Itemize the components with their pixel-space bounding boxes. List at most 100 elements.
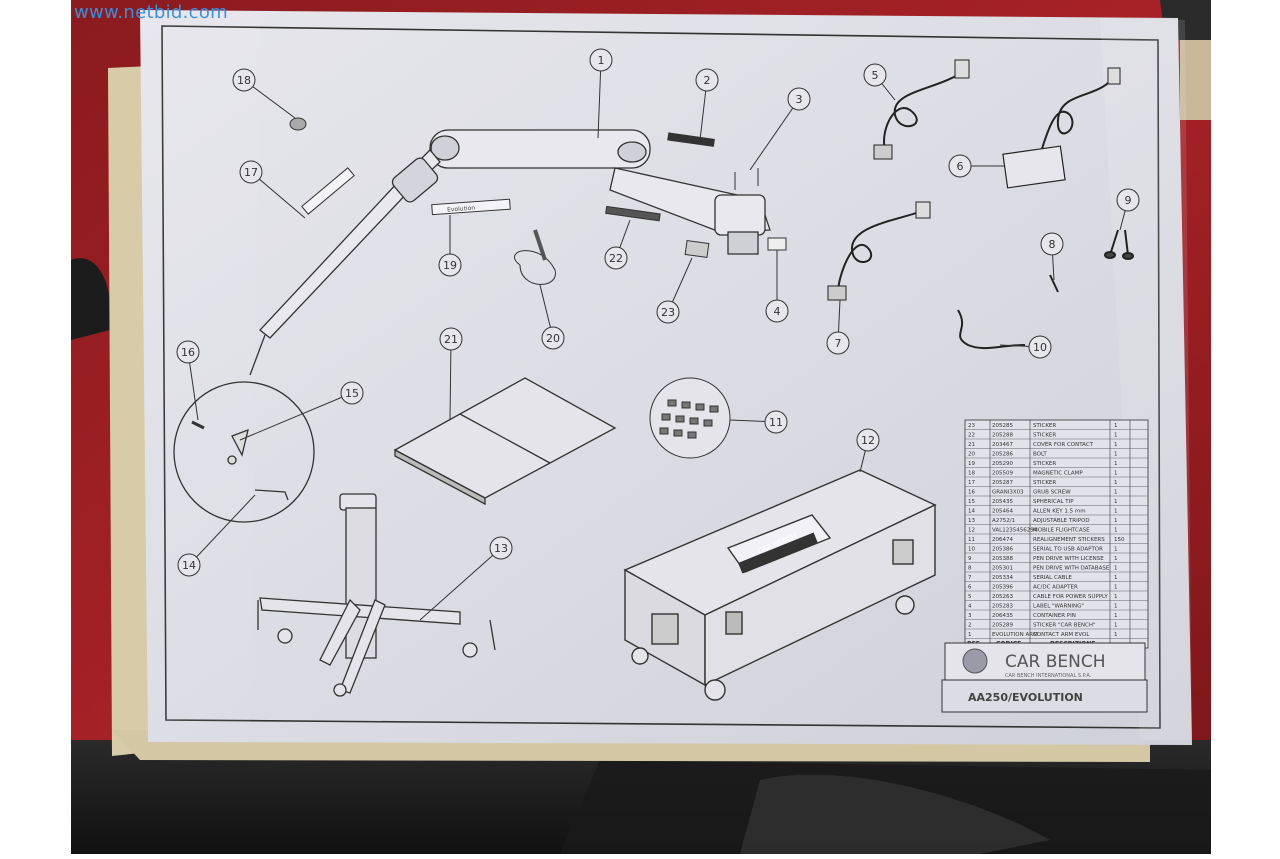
table-cell: 205289 <box>992 623 1013 629</box>
table-cell: 1 <box>1114 632 1118 638</box>
model-number: AA250/EVOLUTION <box>968 691 1083 704</box>
table-cell: 18 <box>968 471 975 477</box>
table-cell: 203467 <box>992 442 1013 448</box>
table-cell: 6 <box>968 585 972 591</box>
callout-bubble <box>826 331 850 355</box>
table-cell: 20 <box>968 452 975 458</box>
cardboard-backing <box>108 66 150 756</box>
table-cell: 4 <box>968 604 972 610</box>
callout-bubble <box>787 87 811 111</box>
table-cell: 1 <box>1114 556 1118 562</box>
table-cell: STICKER <box>1033 461 1056 467</box>
table-cell: 1 <box>1114 509 1118 515</box>
table-cell: 13 <box>968 518 975 524</box>
table-cell: 1 <box>1114 461 1118 467</box>
table-cell: 8 <box>968 566 972 572</box>
part-number-label: 13 <box>494 542 508 555</box>
table-cell: 205464 <box>992 509 1013 515</box>
part-number-label: 2 <box>704 74 711 87</box>
logo-subtext: CAR BENCH INTERNATIONAL S.P.A. <box>1005 673 1092 679</box>
callout-bubble <box>856 428 880 452</box>
table-cell: VAL1235456294 <box>992 528 1038 534</box>
callout-bubble <box>541 326 565 350</box>
part-number-label: 7 <box>835 337 842 350</box>
realignment-stickers-drawing <box>649 377 731 459</box>
table-cell: 23 <box>968 423 975 429</box>
table-cell: MOBILE FLIGHTCASE <box>1033 528 1090 534</box>
part-number-label: 14 <box>182 559 196 572</box>
callout-bubble <box>439 327 463 351</box>
table-cell: 205301 <box>992 566 1013 572</box>
table-cell: 19 <box>968 461 975 467</box>
table-cell: EVOLUTION ARM <box>992 632 1038 638</box>
callout-bubble <box>764 410 788 434</box>
table-cell: 1 <box>1114 613 1118 619</box>
table-cell: 16 <box>968 490 975 496</box>
arm-sticker-label: Evolution <box>447 205 476 214</box>
table-cell: STICKER "CAR BENCH" <box>1033 623 1096 629</box>
cable-drawings <box>827 59 1134 350</box>
title-block: CAR BENCH CAR BENCH INTERNATIONAL S.P.A.… <box>941 642 1148 713</box>
table-cell: BOLT <box>1033 452 1047 458</box>
table-cell: 1 <box>1114 452 1118 458</box>
drawing-border <box>161 25 1161 729</box>
callout-bubble <box>948 154 972 178</box>
table-cell: STICKER <box>1033 423 1056 429</box>
tripod-drawing <box>257 493 496 697</box>
table-cell: 22 <box>968 433 975 439</box>
part-number-label: 19 <box>443 259 457 272</box>
table-cell: ALLEN KEY 1.5 mm <box>1033 509 1086 515</box>
part-number-label: 12 <box>861 434 875 447</box>
table-cell: 10 <box>968 547 975 553</box>
part-number-label: 17 <box>244 166 258 179</box>
table-cell: 1 <box>1114 547 1118 553</box>
table-cell: 1 <box>1114 604 1118 610</box>
table-cell: 1 <box>1114 471 1118 477</box>
callout-bubble <box>589 48 613 72</box>
table-cell: 5 <box>968 594 972 600</box>
table-cell: 17 <box>968 480 975 486</box>
table-cell: CABLE FOR POWER SUPPLY <box>1033 594 1108 600</box>
table-cell: 1 <box>1114 480 1118 486</box>
table-cell: MAGNETIC CLAMP <box>1033 471 1083 477</box>
table-cell: 1 <box>1114 566 1118 572</box>
part-number-label: 8 <box>1049 238 1056 251</box>
callout-bubble <box>438 253 462 277</box>
table-cell: 11 <box>968 537 975 543</box>
contact-arm-drawing <box>249 129 771 376</box>
table-cell: 150 <box>1114 537 1125 543</box>
callout-bubble <box>232 68 256 92</box>
callout-bubble <box>695 68 719 92</box>
table-cell: 15 <box>968 499 975 505</box>
callout-bubble <box>604 246 628 270</box>
part-number-label: 4 <box>774 305 781 318</box>
table-cell: 205435 <box>992 499 1013 505</box>
table-cell: SERIAL CABLE <box>1033 575 1072 581</box>
callout-bubble <box>656 300 680 324</box>
table-cell: 1 <box>1114 433 1118 439</box>
table-cell: 1 <box>1114 442 1118 448</box>
part-number-label: 21 <box>444 333 458 346</box>
table-cell: LABEL "WARNING" <box>1033 604 1084 610</box>
table-cell: 1 <box>1114 575 1118 581</box>
callout-leader <box>749 98 800 171</box>
spherical-tip-detail <box>173 381 315 523</box>
table-cell: 205286 <box>992 452 1013 458</box>
part-number-label: 11 <box>769 416 783 429</box>
table-cell: 1 <box>1114 623 1118 629</box>
callout-leader <box>419 547 502 621</box>
callout-leader <box>597 59 602 139</box>
part-number-label: 16 <box>181 346 195 359</box>
table-cell: 205386 <box>992 547 1013 553</box>
table-cell: CONTAINER PIN <box>1033 613 1076 619</box>
callout-bubble <box>489 536 513 560</box>
callout-bubble <box>176 340 200 364</box>
callout-leader <box>188 494 256 566</box>
table-cell: 21 <box>968 442 975 448</box>
table-cell: CONTACT ARM EVOL <box>1033 632 1090 638</box>
table-cell: GRUB SCREW <box>1033 490 1071 496</box>
sticker-drawings <box>289 117 787 285</box>
callout-bubble <box>765 299 789 323</box>
